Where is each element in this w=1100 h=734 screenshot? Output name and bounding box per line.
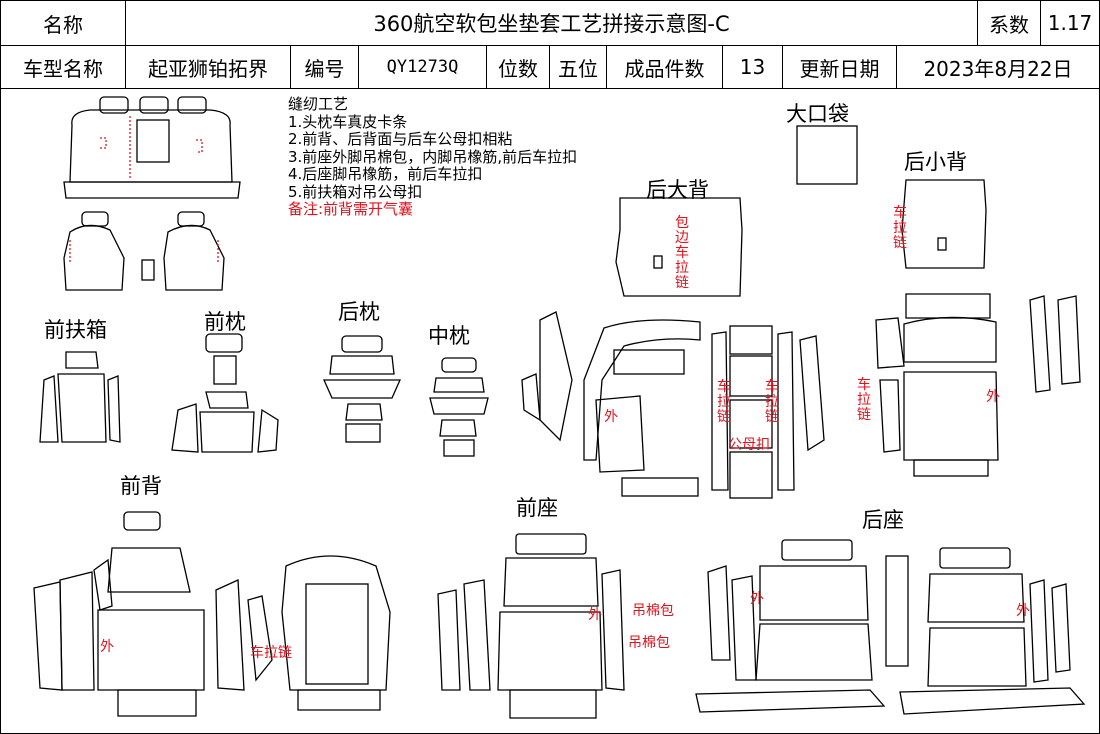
note-item: 4.后座脚吊橡筋，前后车拉扣 xyxy=(288,165,483,183)
date-value: 2023年8月22日 xyxy=(923,56,1073,81)
annotation-snap: 公母扣 xyxy=(728,437,770,453)
code-label: 编号 xyxy=(291,46,359,88)
annotation-outer: 外 xyxy=(750,591,764,607)
section-label-front-back: 前背 xyxy=(120,474,162,498)
section-label-rear-big-back: 后大背 xyxy=(646,178,709,202)
annotation-zipper: 车拉链 xyxy=(717,379,731,425)
notes-title: 缝纫工艺 xyxy=(288,95,349,113)
section-label-front-seat: 前座 xyxy=(516,496,558,520)
section-label-rear-small-back: 后小背 xyxy=(904,150,967,174)
sewing-notes: 缝纫工艺 1.头枕车真皮卡条 2.前背、后背面与后车公母扣相粘 3.前座外脚吊棉… xyxy=(288,95,578,219)
front-back-patterns xyxy=(33,511,391,717)
coefficient-label: 系数 xyxy=(978,1,1041,45)
header-row: 名称 360航空软包坐垫套工艺拼接示意图-C 系数 1.17 xyxy=(1,1,1099,46)
seats-label: 位数 xyxy=(487,46,550,88)
middle-pillow-pattern xyxy=(429,357,489,457)
annotation-outer: 外 xyxy=(1016,603,1030,619)
annotation-outer: 外 xyxy=(604,409,618,425)
code-value: QY1273Q xyxy=(359,46,487,88)
rear-big-back-lower-patterns xyxy=(521,311,825,499)
section-label-front-pillow: 前枕 xyxy=(204,310,246,334)
name-label: 名称 xyxy=(1,1,126,45)
front-pillow-pattern xyxy=(171,333,279,453)
annotation-zipper: 车拉链 xyxy=(893,205,907,251)
big-pocket-pattern xyxy=(796,125,858,185)
section-label-rear-pillow: 后枕 xyxy=(338,300,380,324)
date-label: 更新日期 xyxy=(783,46,897,88)
annotation-zipper: 车拉链 xyxy=(250,645,292,661)
annotation-outer: 外 xyxy=(986,389,1000,405)
annotation-piping-zipper: 包边车拉链 xyxy=(675,215,689,291)
note-item: 1.头枕车真皮卡条 xyxy=(288,112,408,131)
section-label-front-armrest: 前扶箱 xyxy=(44,318,107,342)
rear-small-back-lower-patterns xyxy=(875,293,1081,477)
section-label-rear-seat: 后座 xyxy=(862,508,904,532)
info-row: 车型名称 起亚狮铂拓界 编号 QY1273Q 位数 五位 成品件数 13 更新日… xyxy=(1,46,1099,89)
note-item: 2.前背、后背面与后车公母扣相粘 xyxy=(288,130,513,148)
pieces-value: 13 xyxy=(723,46,783,88)
rear-pillow-pattern xyxy=(322,335,402,443)
rear-small-back-pattern xyxy=(901,179,987,269)
annotation-outer: 外 xyxy=(588,607,602,623)
model-value: 起亚狮铂拓界 xyxy=(126,46,291,88)
front-seat-patterns xyxy=(437,533,625,719)
note-item: 3.前座外脚吊棉包，内脚吊橡筋,前后车拉扣 xyxy=(288,147,578,166)
model-label: 车型名称 xyxy=(1,46,126,88)
page-title: 360航空软包坐垫套工艺拼接示意图-C xyxy=(126,1,978,45)
annotation-outer: 外 xyxy=(100,639,114,655)
annotation-hang-cotton: 吊棉包 xyxy=(628,635,670,651)
pieces-label: 成品件数 xyxy=(607,46,723,88)
rear-big-back-pattern xyxy=(615,197,743,297)
section-label-big-pocket: 大口袋 xyxy=(786,102,849,126)
annotation-zipper: 车拉链 xyxy=(765,379,779,425)
annotation-zipper: 车拉链 xyxy=(857,377,871,423)
seat-overview-illustration xyxy=(63,96,241,291)
note-item: 5.前扶箱对吊公母扣 xyxy=(288,182,423,201)
section-label-middle-pillow: 中枕 xyxy=(428,324,470,348)
front-armrest-pattern xyxy=(39,351,121,443)
coefficient-value: 1.17 xyxy=(1047,11,1093,35)
annotation-hang-cotton: 吊棉包 xyxy=(632,603,674,619)
notes-remark: 备注:前背需开气囊 xyxy=(288,200,414,218)
rear-seat-patterns xyxy=(695,539,1086,715)
seats-value: 五位 xyxy=(550,46,607,88)
